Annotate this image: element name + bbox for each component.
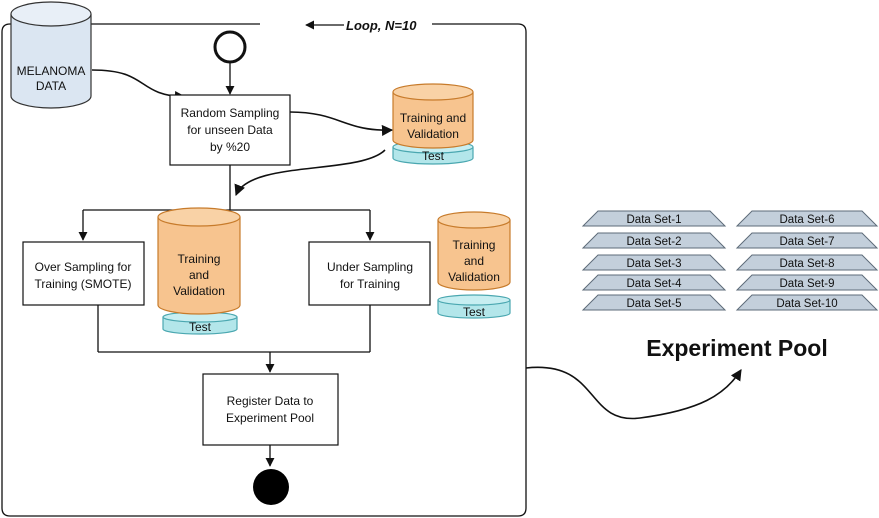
- register-label-1: Register Data to: [227, 394, 314, 408]
- dataset-card-10: Data Set-10: [735, 294, 879, 311]
- melanoma-data-source: MELANOMA DATA: [10, 1, 92, 109]
- top-training-label-2: Validation: [407, 127, 459, 141]
- left-training-label-3: Validation: [173, 284, 225, 298]
- over-sampling-label-2: Training (SMOTE): [35, 277, 132, 291]
- random-sampling-label-2: for unseen Data: [187, 123, 273, 137]
- loop-container: [1, 23, 527, 517]
- dataset-label-1: Data Set-1: [627, 214, 682, 226]
- sampling-to-db-arrow: [289, 111, 394, 137]
- register-box: [202, 373, 339, 446]
- random-sampling-label-1: Random Sampling: [181, 106, 280, 120]
- loop-label: Loop, N=10: [346, 18, 417, 33]
- end-node: [253, 469, 289, 505]
- dataset-card-9: Data Set-9: [735, 274, 879, 291]
- dataset-label-6: Data Set-6: [780, 214, 835, 226]
- random-sampling-box: [169, 94, 291, 166]
- left-test-cylinder: Test: [162, 311, 238, 335]
- left-training-label-1: Training: [178, 252, 221, 266]
- dataset-label-9: Data Set-9: [780, 278, 835, 290]
- right-test-label: Test: [463, 305, 486, 319]
- under-sampling-label-1: Under Sampling: [327, 260, 413, 274]
- start-node: [213, 30, 247, 64]
- right-training-cylinder: Training and Validation: [437, 211, 511, 291]
- right-dataset-stack: Data Set-6 Data Set-7 Data Set-8 Data Se…: [735, 210, 879, 311]
- dataset-card-2: Data Set-2: [581, 232, 727, 249]
- dataset-label-2: Data Set-2: [627, 236, 682, 248]
- register-label-2: Experiment Pool: [226, 411, 314, 425]
- left-training-label-2: and: [189, 268, 209, 282]
- left-dataset-stack: Data Set-1 Data Set-2 Data Set-3 Data Se…: [581, 210, 727, 311]
- top-test-label: Test: [422, 149, 445, 163]
- dataset-card-3: Data Set-3: [581, 254, 727, 271]
- dataset-card-7: Data Set-7: [735, 232, 879, 249]
- dataset-label-8: Data Set-8: [780, 258, 835, 270]
- melanoma-label-1: MELANOMA: [17, 64, 86, 78]
- left-test-label: Test: [189, 320, 212, 334]
- right-test-cylinder: Test: [437, 294, 511, 319]
- top-training-cylinder: Training and Validation: [392, 83, 474, 149]
- top-training-label-1: Training and: [400, 111, 466, 125]
- dataset-card-1: Data Set-1: [581, 210, 727, 227]
- under-sampling-label-2: for Training: [340, 277, 400, 291]
- under-sampling-box: [308, 241, 431, 306]
- over-sampling-label-1: Over Sampling for: [35, 260, 132, 274]
- dataset-card-8: Data Set-8: [735, 254, 879, 271]
- db-to-split-curve: [234, 149, 386, 197]
- right-training-label-2: and: [464, 254, 484, 268]
- left-training-cylinder: Training and Validation: [157, 207, 241, 315]
- dataset-label-10: Data Set-10: [776, 298, 837, 310]
- over-sampling-box: [22, 241, 145, 306]
- dataset-card-4: Data Set-4: [581, 274, 727, 291]
- dataset-label-3: Data Set-3: [627, 258, 682, 270]
- experiment-pool-title: Experiment Pool: [646, 335, 827, 361]
- loop-to-pool-curve: [525, 366, 742, 420]
- dataset-label-4: Data Set-4: [627, 278, 683, 290]
- dataset-card-5: Data Set-5: [581, 294, 727, 311]
- source-to-sampling-arrow: [91, 69, 187, 103]
- dataset-label-7: Data Set-7: [780, 236, 835, 248]
- melanoma-label-2: DATA: [36, 79, 66, 93]
- dataset-card-6: Data Set-6: [735, 210, 879, 227]
- random-sampling-label-3: by %20: [210, 140, 250, 154]
- right-training-label-3: Validation: [448, 270, 500, 284]
- right-training-label-1: Training: [453, 238, 496, 252]
- dataset-label-5: Data Set-5: [627, 298, 682, 310]
